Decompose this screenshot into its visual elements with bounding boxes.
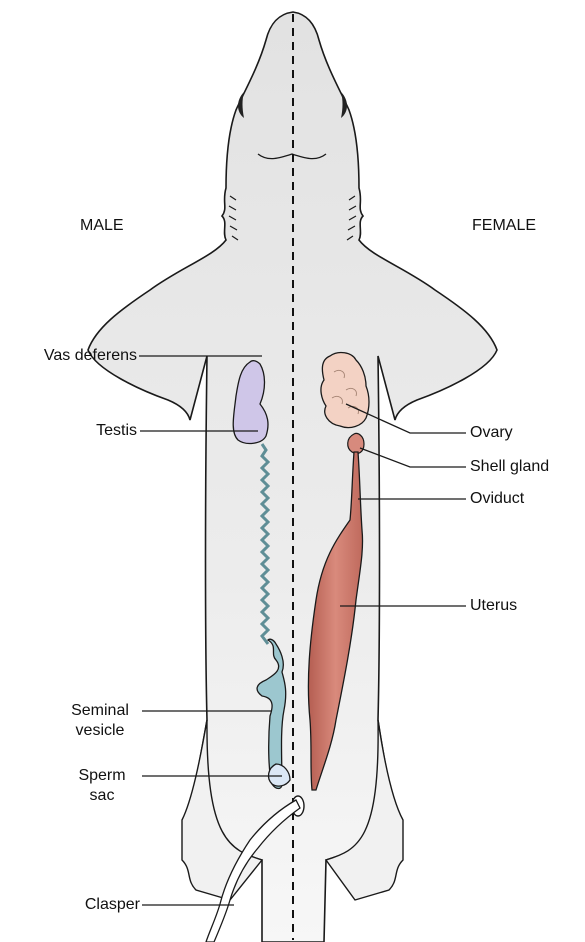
- shell-gland-label: Shell gland: [470, 457, 549, 477]
- clasper-label: Clasper: [85, 895, 140, 915]
- sperm-sac-label-line1: Sperm: [62, 766, 142, 786]
- vas-deferens-label: Vas deferens: [44, 346, 137, 366]
- shell-gland: [348, 433, 364, 453]
- seminal-vesicle-label-line1: Seminal: [60, 701, 140, 721]
- seminal-vesicle-label-line2: vesicle: [60, 721, 140, 741]
- uterus-label: Uterus: [470, 596, 517, 616]
- sperm-sac-label-line2: sac: [62, 786, 142, 806]
- male-side-label: MALE: [80, 216, 124, 236]
- testis-label: Testis: [96, 421, 137, 441]
- female-side-label: FEMALE: [472, 216, 536, 236]
- ovary-label: Ovary: [470, 423, 513, 443]
- oviduct-label: Oviduct: [470, 489, 524, 509]
